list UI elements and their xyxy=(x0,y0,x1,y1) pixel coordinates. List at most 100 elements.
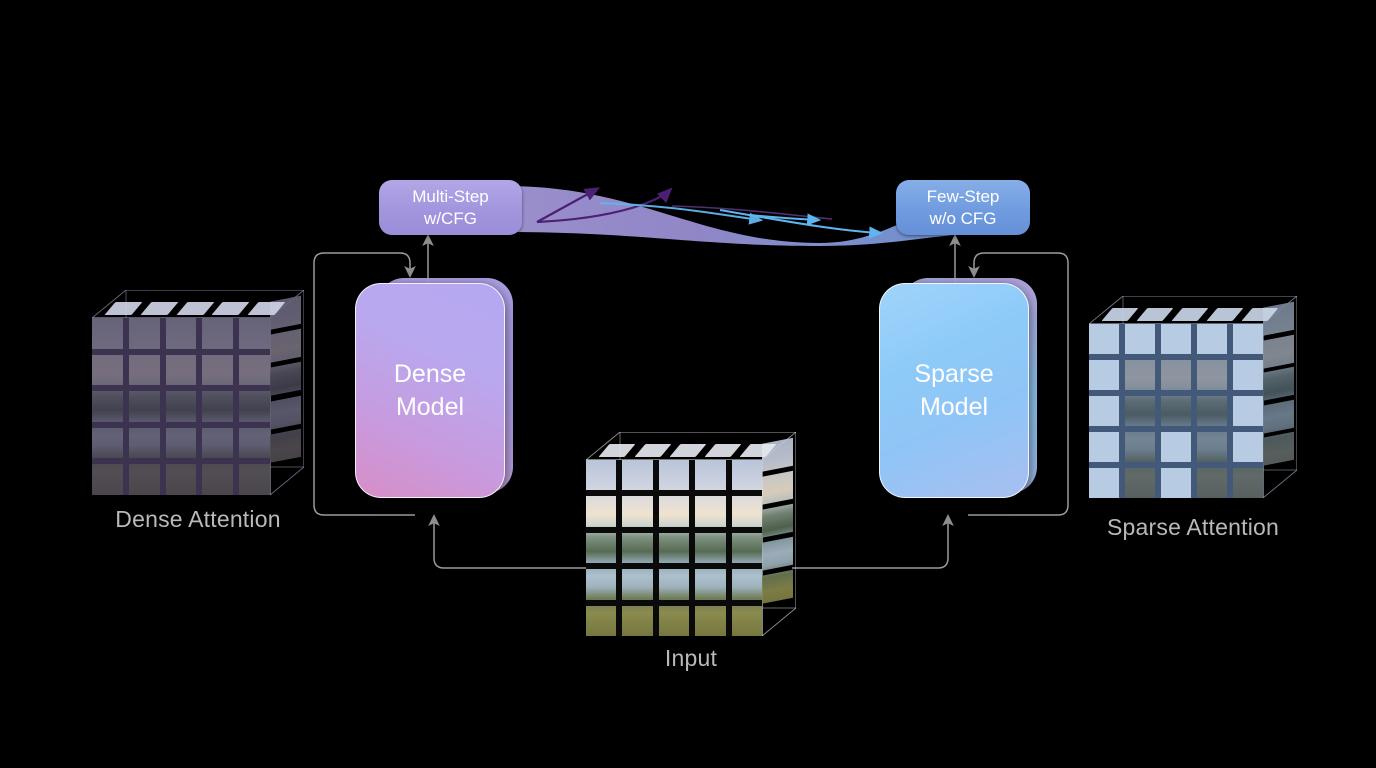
sparse-attention-label: Sparse Attention xyxy=(1107,514,1279,540)
attention-cell xyxy=(1125,360,1155,390)
sparse-model-card[interactable]: Sparse Model xyxy=(879,283,1029,498)
attention-cell xyxy=(165,391,197,422)
attention-cell xyxy=(1089,468,1119,498)
attention-cell xyxy=(658,569,690,600)
attention-cell xyxy=(1197,468,1227,498)
attention-cell xyxy=(1161,468,1191,498)
attention-cell xyxy=(92,427,123,459)
few-step-line1: Few-Step xyxy=(926,186,1000,206)
attention-cell xyxy=(1125,432,1155,462)
attention-cell xyxy=(1233,432,1263,462)
attention-cell xyxy=(202,354,234,386)
attention-cell xyxy=(202,391,234,422)
attention-cell xyxy=(658,532,690,564)
multi-step-line2: w/CFG xyxy=(424,208,477,228)
attention-cell xyxy=(586,460,617,491)
attention-cell xyxy=(92,318,123,349)
multistep-arrows xyxy=(536,187,833,224)
cube-attention-grid xyxy=(1089,324,1263,498)
attention-cell xyxy=(1197,432,1227,462)
attention-cell xyxy=(92,354,123,386)
dense-model-line2: Model xyxy=(395,392,465,421)
attention-cell xyxy=(239,318,270,349)
attention-cell xyxy=(128,427,160,459)
attention-cell xyxy=(1233,468,1263,498)
attention-cell xyxy=(165,354,197,386)
attention-cell xyxy=(731,460,762,491)
attention-cell xyxy=(695,496,726,527)
attention-cell xyxy=(695,460,726,491)
input-label: Input xyxy=(664,645,718,671)
dense-model-line1: Dense xyxy=(393,359,467,388)
attention-cell xyxy=(731,496,762,527)
attention-cell xyxy=(239,464,270,495)
attention-cell xyxy=(1197,324,1227,354)
cube-attention-grid xyxy=(586,460,762,636)
attention-cell xyxy=(1125,396,1155,426)
attention-cell xyxy=(92,464,123,495)
few-step-pill[interactable]: Few-Step w/o CFG xyxy=(896,180,1030,235)
attention-cell xyxy=(622,496,653,527)
attention-cell xyxy=(202,318,234,349)
sparse-model-line2: Model xyxy=(919,392,989,421)
attention-cell xyxy=(586,496,617,527)
few-step-line2: w/o CFG xyxy=(929,208,997,228)
attention-cell xyxy=(128,354,160,386)
attention-cell xyxy=(165,464,197,495)
sparse-model-line1: Sparse xyxy=(914,359,994,388)
sparse-attention-cube xyxy=(1089,296,1297,498)
attention-cell xyxy=(1161,360,1191,390)
attention-cell xyxy=(695,532,726,564)
attention-cell xyxy=(165,427,197,459)
attention-cell xyxy=(586,569,617,600)
wire-input-to-sparse xyxy=(792,514,954,569)
attention-cell xyxy=(586,605,617,636)
dense-attention-cube xyxy=(92,290,304,495)
attention-cell xyxy=(92,391,123,422)
attention-cell xyxy=(239,427,270,459)
attention-cell xyxy=(1161,324,1191,354)
attention-cell xyxy=(1233,396,1263,426)
attention-cell xyxy=(128,391,160,422)
attention-cell xyxy=(165,318,197,349)
attention-cell xyxy=(731,569,762,600)
attention-cell xyxy=(586,532,617,564)
fewstep-arrows xyxy=(599,202,884,239)
multi-step-line1: Multi-Step xyxy=(412,186,489,206)
attention-cell xyxy=(622,460,653,491)
attention-cell xyxy=(695,569,726,600)
cube-attention-grid xyxy=(92,318,270,495)
wire-input-to-dense xyxy=(428,514,590,569)
attention-cell xyxy=(658,496,690,527)
attention-cell xyxy=(1197,396,1227,426)
attention-cell xyxy=(128,464,160,495)
multi-step-pill[interactable]: Multi-Step w/CFG xyxy=(379,180,522,235)
dense-model-card[interactable]: Dense Model xyxy=(355,283,505,498)
attention-cell xyxy=(239,391,270,422)
attention-cell xyxy=(1089,396,1119,426)
input-cube xyxy=(586,432,796,636)
attention-cell xyxy=(239,354,270,386)
attention-cell xyxy=(1161,396,1191,426)
attention-cell xyxy=(1233,324,1263,354)
attention-cell xyxy=(202,464,234,495)
attention-cell xyxy=(1125,324,1155,354)
attention-cell xyxy=(658,460,690,491)
attention-cell xyxy=(202,427,234,459)
attention-cell xyxy=(1197,360,1227,390)
attention-cell xyxy=(731,532,762,564)
attention-cell xyxy=(1233,360,1263,390)
attention-cell xyxy=(695,605,726,636)
attention-cell xyxy=(1089,432,1119,462)
attention-cell xyxy=(128,318,160,349)
attention-cell xyxy=(731,605,762,636)
attention-cell xyxy=(622,569,653,600)
attention-cell xyxy=(1089,324,1119,354)
dense-attention-label: Dense Attention xyxy=(115,506,281,532)
attention-cell xyxy=(1161,432,1191,462)
attention-cell xyxy=(622,605,653,636)
attention-cell xyxy=(658,605,690,636)
attention-cell xyxy=(622,532,653,564)
attention-cell xyxy=(1125,468,1155,498)
